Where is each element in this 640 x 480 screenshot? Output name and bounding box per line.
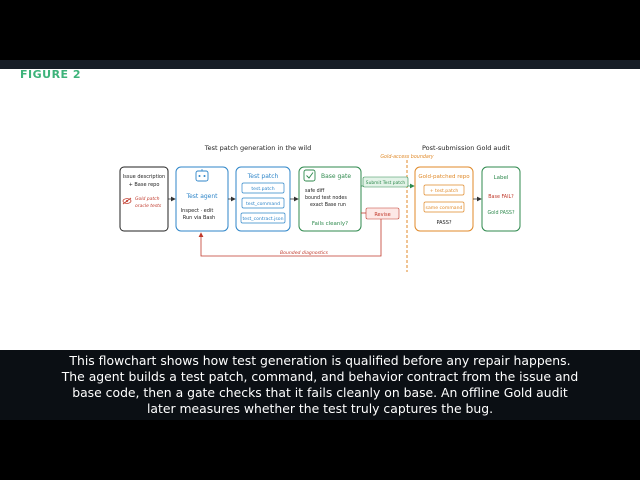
figure-panel: Test patch generation in the wild Post-s… (0, 69, 640, 350)
gold-repo-item-1-label: + test.patch (430, 188, 459, 194)
gold-repo-item-1 (423, 184, 465, 196)
test-agent-line2: Run via Bash (183, 215, 215, 221)
gold-repo-question: PASS? (436, 220, 451, 226)
test-patch-item-1-label: test.patch (251, 186, 274, 192)
gold-repo-title: Gold-patched repo (418, 174, 470, 180)
header-strip (0, 60, 640, 69)
label-line1: Base FAIL? (488, 194, 514, 200)
feedback-label: Bounded diagnostics (280, 250, 329, 256)
robot-icon (195, 169, 209, 182)
section-left-title: Test patch generation in the wild (204, 144, 311, 152)
label-title: Label (494, 175, 509, 181)
feedback-loop-arrow (198, 219, 382, 257)
test-patch-item-1 (241, 182, 285, 194)
submit-label: Submit Test patch (366, 180, 406, 186)
caption-text: This flowchart shows how test generation… (0, 350, 640, 420)
label-line2: Gold PASS? (487, 210, 515, 216)
base-gate-question: Fails cleanly? (312, 221, 348, 227)
boundary-label: Gold-access boundary (380, 154, 433, 160)
test-patch-item-2-label: test_command (246, 201, 280, 207)
flowchart-diagram: Test patch generation in the wild Post-s… (119, 144, 521, 272)
hidden-line1: Gold patch (135, 196, 160, 202)
test-agent-line1: Inspect · edit (181, 208, 214, 214)
submit-tag (362, 176, 409, 188)
revise-tag (365, 207, 400, 220)
bottom-letterbox-bar (0, 420, 640, 480)
revise-label: Revise (374, 212, 390, 218)
test-patch-item-3 (240, 212, 286, 224)
gold-repo-item-2-label: same command (426, 205, 463, 211)
test-agent-title: Test agent (185, 193, 218, 200)
test-patch-item-2 (241, 197, 285, 209)
input-line2: + Base repo (129, 182, 160, 188)
base-gate-box (298, 166, 362, 232)
section-right-title: Post-submission Gold audit (422, 144, 511, 152)
figure-label: FIGURE 2 (20, 68, 82, 81)
hidden-eye-icon (122, 197, 132, 205)
label-box (481, 166, 521, 232)
hidden-line2: oracle tests (135, 203, 162, 209)
base-gate-title: Base gate (321, 173, 351, 180)
base-gate-line3: exact Base run (310, 202, 346, 208)
test-patch-title: Test patch (247, 173, 279, 180)
top-letterbox-bar (0, 0, 640, 60)
base-gate-line1: safe diff (305, 188, 325, 194)
gold-repo-item-2 (423, 201, 465, 213)
checkbox-icon (303, 169, 316, 182)
input-line1: Issue description (123, 174, 165, 180)
base-gate-line2: bound test nodes (305, 195, 347, 201)
test-patch-item-3-label: test_contract.json (242, 216, 283, 222)
